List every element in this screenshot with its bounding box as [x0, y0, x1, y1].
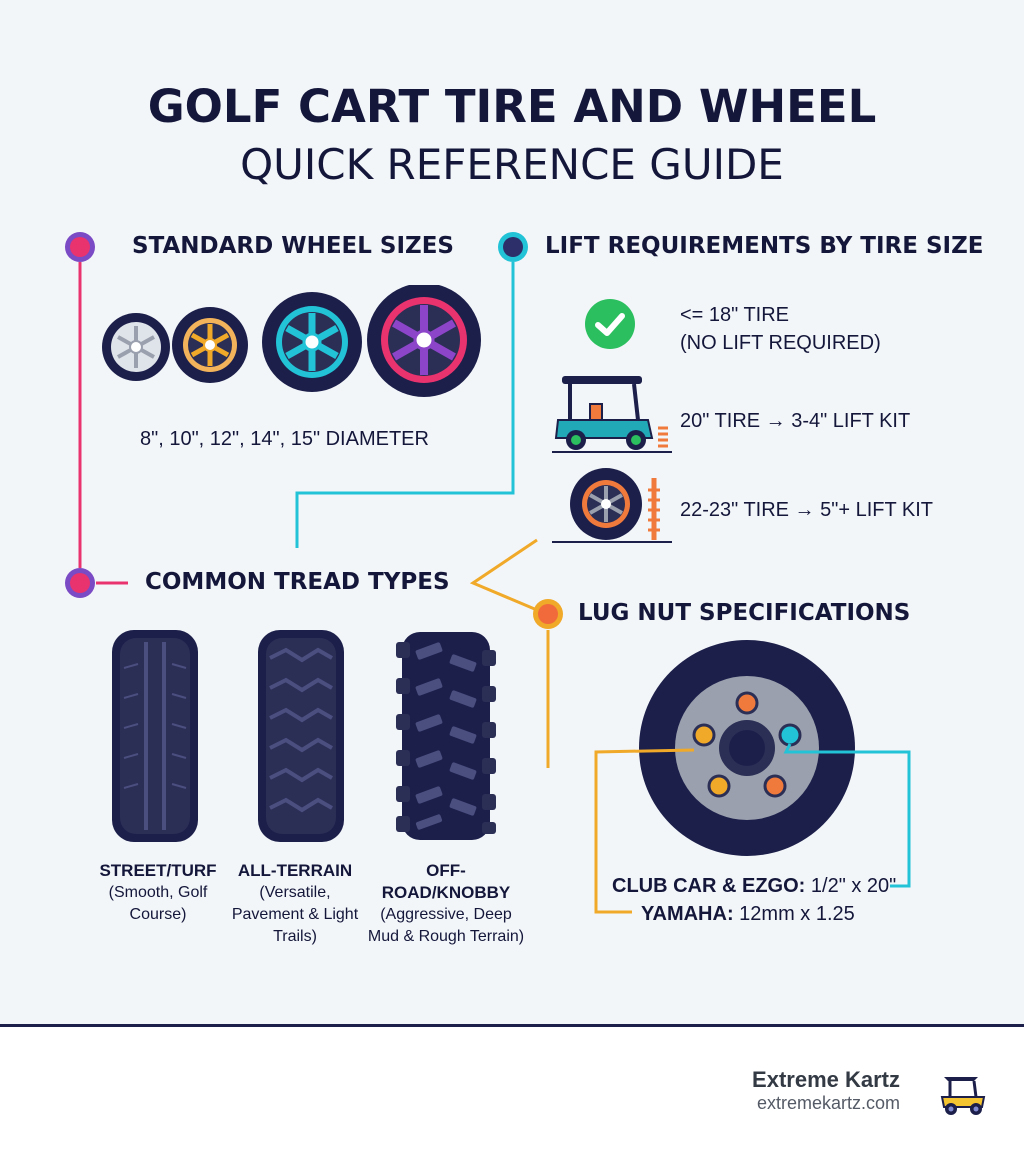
tread-desc-all-terrain: (Versatile, Pavement & Light Trails) — [231, 884, 359, 945]
tread-heading: COMMON TREAD TYPES — [145, 569, 450, 595]
wheel-sizes-marker — [65, 232, 95, 262]
wheel-15in-icon — [367, 285, 481, 397]
wheel-sizes-illustration — [102, 285, 481, 397]
tire-lift-icon — [552, 468, 672, 543]
lug-spec-club-car-value: 1/2" x 20" — [810, 875, 897, 897]
tread-all-terrain-icon — [258, 630, 344, 842]
lug-spec-club-car: CLUB CAR & EZGO: 1/2" x 20" — [612, 875, 896, 898]
footer: Extreme Kartz extremekartz.com — [0, 1024, 1024, 1157]
lug-spec-club-car-label: CLUB CAR & EZGO: — [612, 875, 806, 897]
golf-cart-icon — [552, 376, 672, 453]
tread-caption-all-terrain: ALL-TERRAIN (Versatile, Pavement & Light… — [230, 860, 360, 948]
check-icon — [585, 299, 635, 349]
lug-nut-wheel-icon — [594, 640, 911, 914]
lift-item-3-text: 22-23" TIRE → 5"+ LIFT KIT — [680, 499, 933, 521]
tread-types-illustration — [112, 630, 496, 842]
tread-off-road-icon — [396, 632, 496, 840]
page-subtitle: QUICK REFERENCE GUIDE — [240, 140, 784, 189]
golf-cart-logo-icon — [940, 1077, 986, 1115]
tread-desc-off-road: (Aggressive, Deep Mud & Rough Terrain) — [367, 906, 525, 945]
wheel-12in-icon — [262, 292, 362, 392]
wheel-10in-icon — [172, 307, 248, 383]
lift-heading: LIFT REQUIREMENTS BY TIRE SIZE — [545, 233, 984, 259]
lift-marker — [498, 232, 528, 262]
tread-marker — [65, 568, 95, 598]
lug-spec-yamaha-value: 12mm x 1.25 — [739, 903, 855, 925]
lug-spec-yamaha: YAMAHA: 12mm x 1.25 — [641, 903, 855, 926]
lift-item-2-text: 20" TIRE → 3-4" LIFT KIT — [680, 410, 911, 432]
page-title: GOLF CART TIRE AND WHEEL — [147, 80, 877, 133]
tread-name-street: STREET/TURF — [99, 861, 217, 880]
tread-caption-off-road: OFF-ROAD/KNOBBY (Aggressive, Deep Mud & … — [366, 860, 526, 948]
lug-marker — [533, 599, 563, 629]
tread-desc-street: (Smooth, Golf Course) — [108, 884, 208, 923]
wheel-sizes-heading: STANDARD WHEEL SIZES — [132, 233, 454, 259]
tread-name-off-road: OFF-ROAD/KNOBBY — [381, 861, 511, 902]
tread-name-all-terrain: ALL-TERRAIN — [237, 861, 353, 880]
lift-item-1-line2: (NO LIFT REQUIRED) — [680, 332, 881, 354]
connector-lines — [65, 232, 563, 768]
lug-spec-yamaha-label: YAMAHA: — [641, 903, 734, 925]
tread-caption-street: STREET/TURF (Smooth, Golf Course) — [93, 860, 223, 926]
lift-item-1-line1: <= 18" TIRE — [680, 304, 790, 326]
brand-url: extremekartz.com — [756, 1093, 900, 1113]
tread-street-icon — [112, 630, 198, 842]
brand-name: Extreme Kartz — [752, 1067, 900, 1092]
wheel-sizes-caption: 8", 10", 12", 14", 15" DIAMETER — [140, 428, 429, 450]
wheel-8in-icon — [102, 313, 170, 381]
lug-heading: LUG NUT SPECIFICATIONS — [578, 600, 911, 626]
